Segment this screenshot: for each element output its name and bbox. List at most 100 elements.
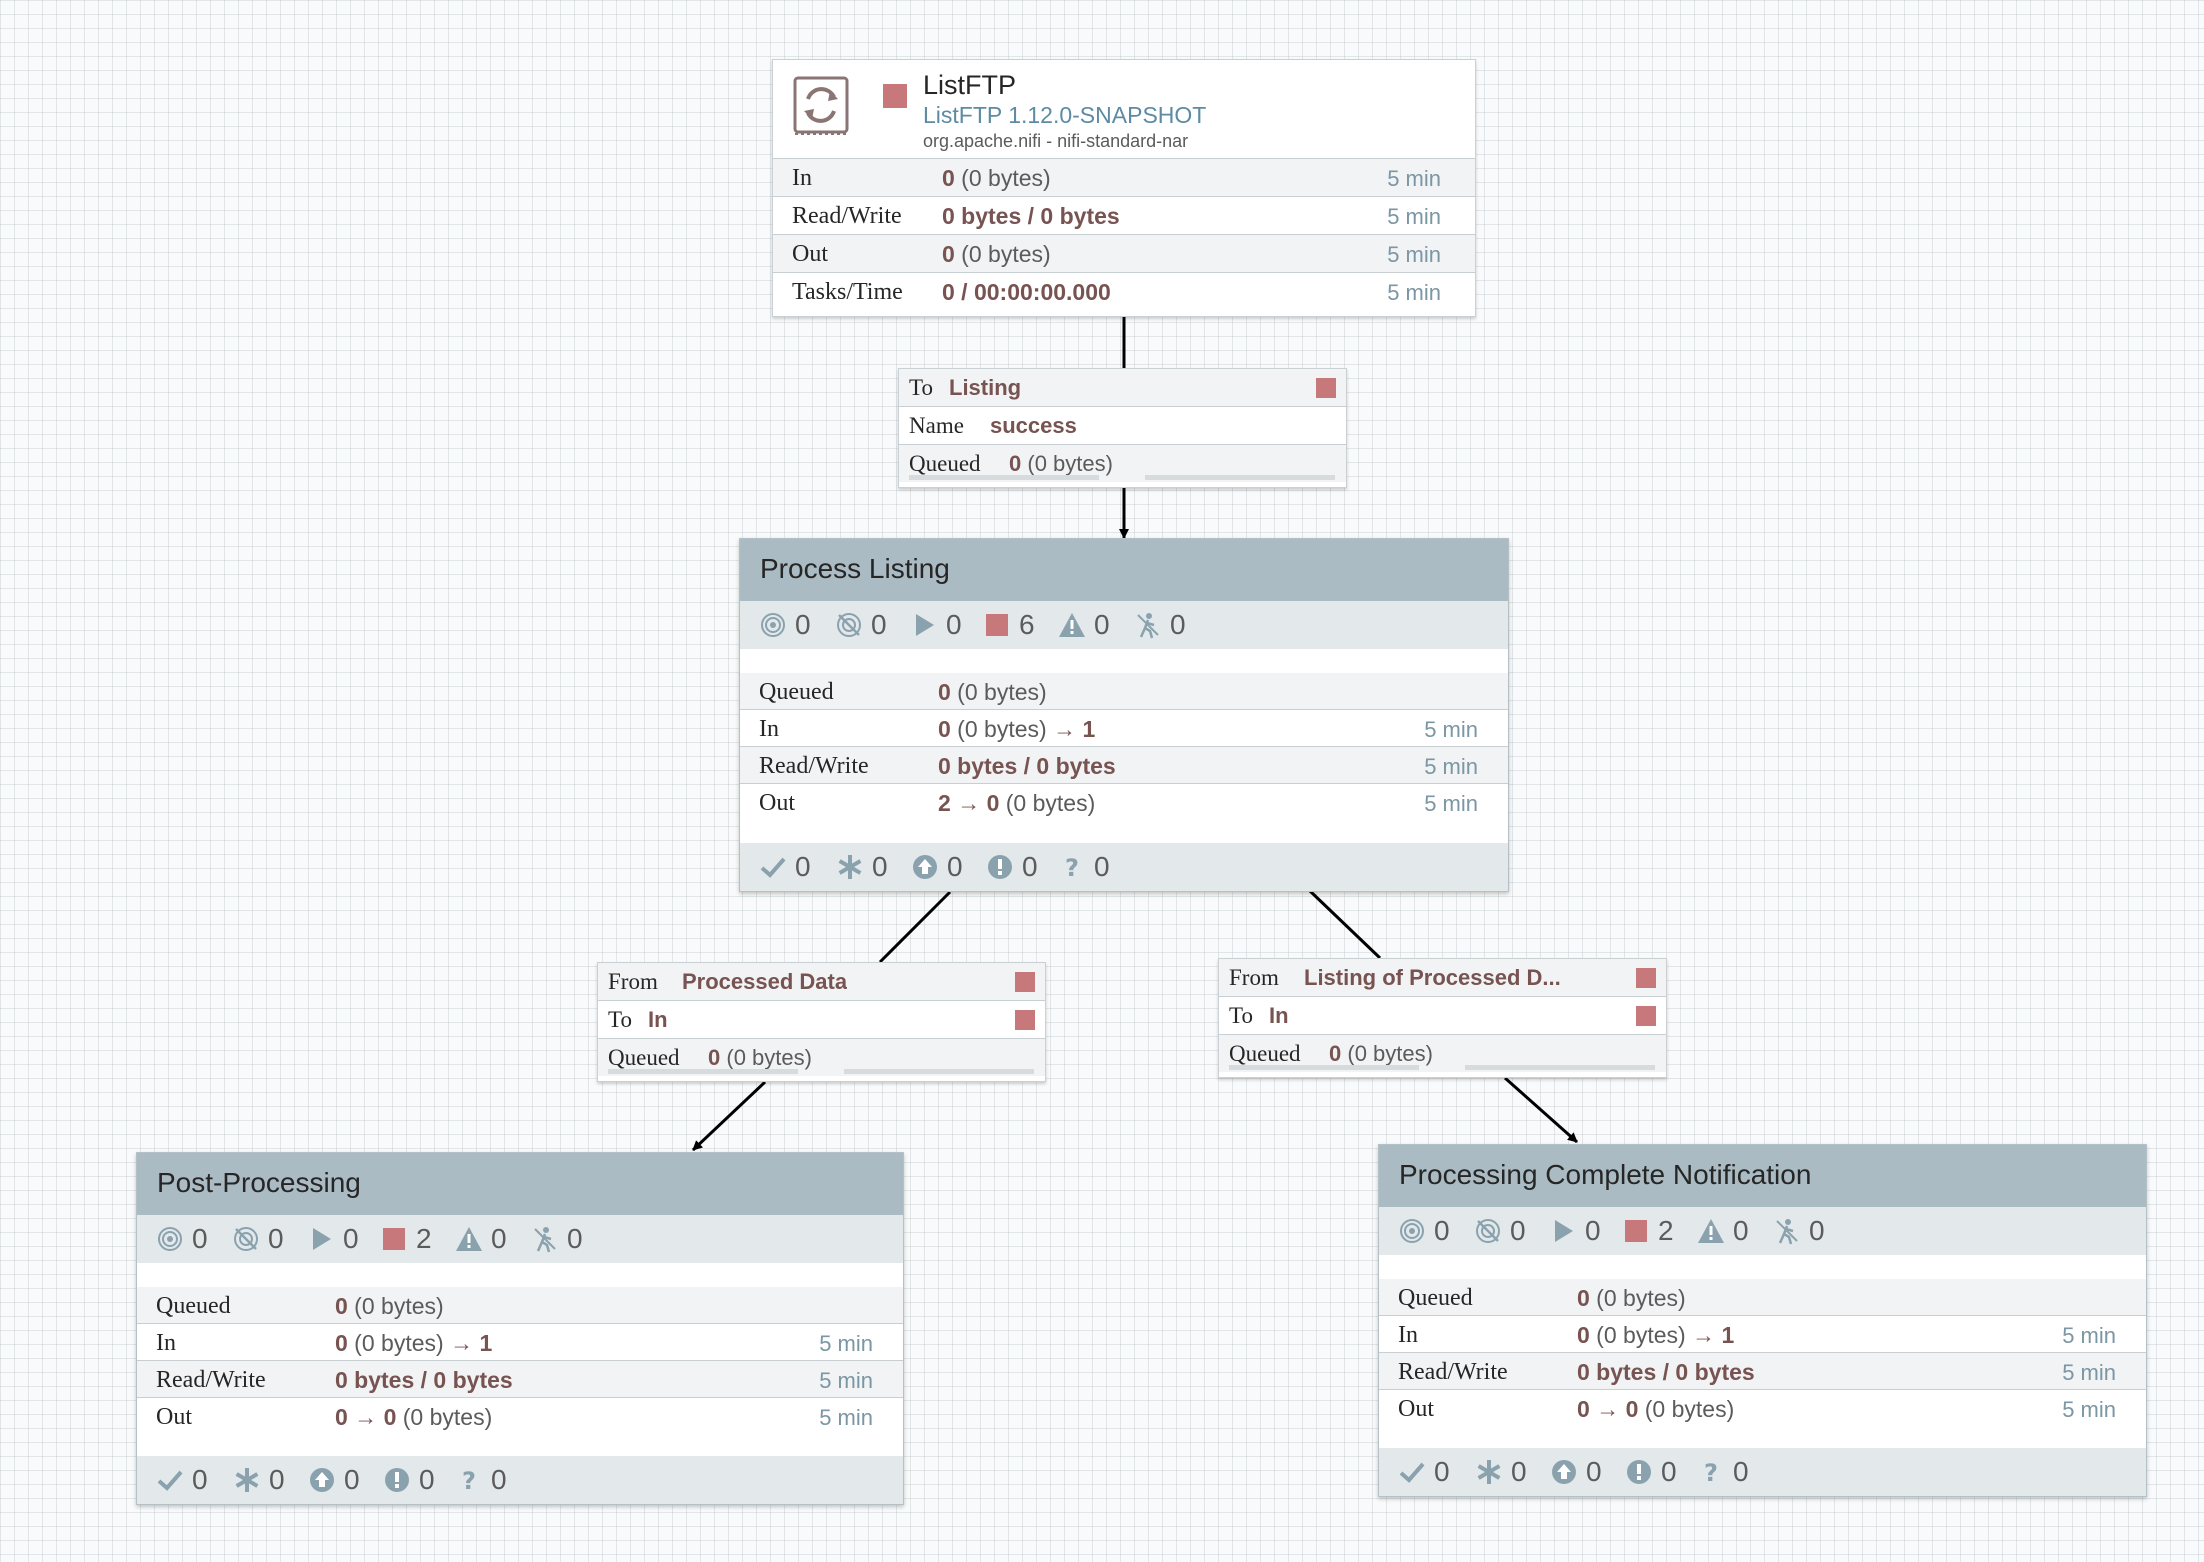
connection-from-row: From Processed Data xyxy=(598,963,1045,1000)
up-to-date-icon xyxy=(759,853,787,881)
sync-failure-icon xyxy=(1058,853,1086,881)
processor-stat-in: In 0 (0 bytes) 5 min xyxy=(773,158,1475,196)
sync-failure-icon xyxy=(455,1466,483,1494)
connection-from-listing-of-processed[interactable]: From Listing of Processed D... To In Que… xyxy=(1218,958,1667,1078)
stopped-icon xyxy=(1636,968,1656,988)
connection-queued-row: Queued 0 (0 bytes) xyxy=(1219,1034,1666,1072)
transmitting-icon xyxy=(156,1225,184,1253)
up-to-date-icon xyxy=(1398,1458,1426,1486)
running-icon xyxy=(1549,1217,1577,1245)
invalid-icon xyxy=(1697,1217,1725,1245)
connection-queued-row: Queued 0 (0 bytes) xyxy=(598,1038,1045,1076)
transmitting-icon xyxy=(759,611,787,639)
edge-listing-processed-to-notification xyxy=(1504,1076,1578,1144)
invalid-icon xyxy=(455,1225,483,1253)
group-title: Process Listing xyxy=(760,553,950,584)
invalid-icon xyxy=(1058,611,1086,639)
stopped-icon xyxy=(380,1225,408,1253)
processor-listftp[interactable]: ListFTP ListFTP 1.12.0-SNAPSHOT org.apac… xyxy=(772,59,1476,317)
stopped-icon xyxy=(983,611,1011,639)
process-group-processing-complete-notification[interactable]: Processing Complete Notification 0 0 0 2… xyxy=(1378,1144,2147,1497)
stopped-icon xyxy=(1316,378,1336,398)
connection-from-row: From Listing of Processed D... xyxy=(1219,959,1666,996)
queue-count-bar xyxy=(909,475,1099,480)
edge-process-listing-to-listing-processed xyxy=(1308,889,1382,960)
processor-stat-read-write: Read/Write 0 bytes / 0 bytes 5 min xyxy=(773,196,1475,234)
queue-count-bar xyxy=(1229,1065,1419,1070)
group-title: Processing Complete Notification xyxy=(1399,1159,1812,1190)
processor-bundle: org.apache.nifi - nifi-standard-nar xyxy=(923,131,1189,151)
queue-size-bar xyxy=(1145,475,1335,480)
processor-icon xyxy=(793,76,849,135)
stopped-icon xyxy=(1636,1006,1656,1026)
locally-modified-icon xyxy=(233,1466,261,1494)
stopped-icon xyxy=(883,84,907,108)
disabled-icon xyxy=(1773,1217,1801,1245)
locally-modified-icon xyxy=(836,853,864,881)
group-version-counts: 0 0 0 0 0 xyxy=(137,1456,903,1504)
queue-count-bar xyxy=(608,1069,798,1074)
group-title-bar: Post-Processing xyxy=(137,1153,903,1215)
stale-and-modified-icon xyxy=(383,1466,411,1494)
not-transmitting-icon xyxy=(835,611,863,639)
disabled-icon xyxy=(1134,611,1162,639)
connection-queued-row: Queued 0 (0 bytes) xyxy=(899,444,1346,482)
group-status-counts: 0 0 0 6 0 0 xyxy=(740,601,1508,649)
stopped-icon xyxy=(1015,1010,1035,1030)
processor-type: ListFTP 1.12.0-SNAPSHOT xyxy=(923,102,1207,128)
edge-process-listing-to-processed xyxy=(878,890,952,964)
stale-icon xyxy=(1550,1458,1578,1486)
processor-stat-tasks-time: Tasks/Time 0 / 00:00:00.000 5 min xyxy=(773,272,1475,310)
processor-stat-out: Out 0 (0 bytes) 5 min xyxy=(773,234,1475,272)
group-status-counts: 0 0 0 2 0 0 xyxy=(137,1215,903,1263)
connection-to-row: To In xyxy=(598,1000,1045,1038)
running-icon xyxy=(910,611,938,639)
stale-and-modified-icon xyxy=(986,853,1014,881)
group-version-counts: 0 0 0 0 0 xyxy=(1379,1448,2146,1496)
connection-from-processed-data[interactable]: From Processed Data To In Queued 0 (0 by… xyxy=(597,962,1046,1082)
processor-name: ListFTP xyxy=(923,70,1017,100)
running-icon xyxy=(307,1225,335,1253)
stopped-icon xyxy=(1015,972,1035,992)
locally-modified-icon xyxy=(1475,1458,1503,1486)
connection-to-listing[interactable]: To Listing Name success Queued 0 (0 byte… xyxy=(898,368,1347,488)
processor-header: ListFTP ListFTP 1.12.0-SNAPSHOT org.apac… xyxy=(773,60,1475,158)
queue-size-bar xyxy=(844,1069,1034,1074)
connection-to-row: To In xyxy=(1219,996,1666,1034)
edge-processed-to-post-processing xyxy=(691,1080,767,1152)
group-status-counts: 0 0 0 2 0 0 xyxy=(1379,1207,2146,1255)
connection-to-row: To Listing xyxy=(899,369,1346,406)
transmitting-icon xyxy=(1398,1217,1426,1245)
up-to-date-icon xyxy=(156,1466,184,1494)
group-title-bar: Processing Complete Notification xyxy=(1379,1145,2146,1207)
group-title-bar: Process Listing xyxy=(740,539,1508,601)
group-version-counts: 0 0 0 0 0 xyxy=(740,843,1508,891)
stale-icon xyxy=(911,853,939,881)
not-transmitting-icon xyxy=(232,1225,260,1253)
group-title: Post-Processing xyxy=(157,1167,361,1198)
queue-size-bar xyxy=(1465,1065,1655,1070)
disabled-icon xyxy=(531,1225,559,1253)
sync-failure-icon xyxy=(1697,1458,1725,1486)
stale-and-modified-icon xyxy=(1625,1458,1653,1486)
stopped-icon xyxy=(1622,1217,1650,1245)
